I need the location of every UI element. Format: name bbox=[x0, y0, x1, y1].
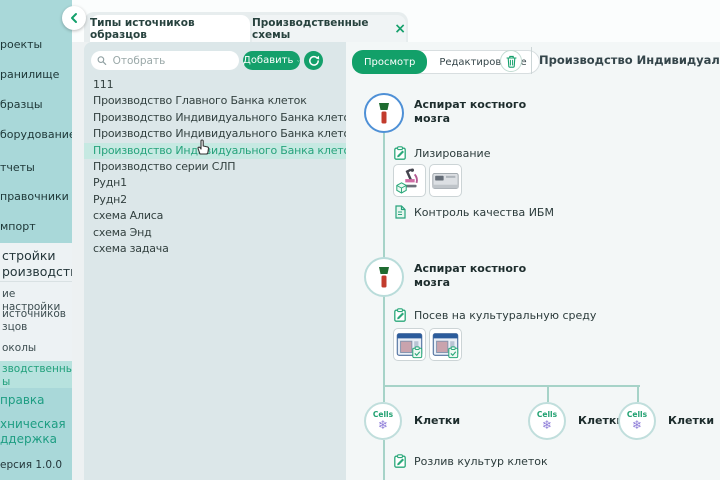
flow-node-cells-3[interactable]: Cells ❄ bbox=[618, 402, 656, 440]
flow-node-label: Аспират костного мозга bbox=[414, 262, 527, 290]
schemes-list-panel: Добавить 111 Производство Главного Банка… bbox=[84, 42, 346, 480]
flow-node-label: Клетки bbox=[578, 414, 625, 427]
snowflake-icon: ❄ bbox=[631, 418, 643, 433]
equipment-thumbnail-incubator[interactable] bbox=[429, 328, 462, 361]
clipboard-badge-icon bbox=[412, 346, 423, 359]
clipboard-badge-icon bbox=[448, 346, 459, 359]
flow-node-source-2[interactable] bbox=[364, 257, 404, 297]
cube-badge-icon bbox=[396, 182, 407, 194]
clipboard-edit-icon bbox=[394, 454, 406, 468]
list-item[interactable]: Производство серии СЛП bbox=[93, 159, 236, 173]
scheme-detail-panel: Просмотр Редактирование Производство Инд… bbox=[346, 42, 720, 480]
sidebar-item-support[interactable]: хническая ддержка bbox=[0, 417, 66, 446]
settings-section-title[interactable]: стройки роизводства bbox=[2, 248, 72, 280]
list-item[interactable]: схема Алиса bbox=[93, 209, 164, 223]
flow-node-label: Клетки bbox=[668, 414, 715, 427]
incubator-icon bbox=[432, 333, 459, 359]
flow-step-label: Контроль качества ИБМ bbox=[414, 206, 554, 219]
tab-sample-source-types[interactable]: Типы источников образцов bbox=[90, 15, 250, 42]
list-item-selected[interactable]: Производство Индивидуального Банка клето… bbox=[84, 142, 346, 159]
flow-node-label: Аспират костного мозга bbox=[414, 98, 527, 126]
sidebar-item-help[interactable]: правка bbox=[0, 393, 45, 407]
list-item[interactable]: 111 bbox=[93, 78, 114, 91]
sidebar-item-production-schemes[interactable]: зводственные ы bbox=[2, 363, 72, 388]
sidebar-item-import[interactable]: мпорт bbox=[0, 220, 36, 233]
equipment-thumbnail-machine[interactable] bbox=[429, 164, 462, 197]
flow-node-cells-1[interactable]: Cells ❄ bbox=[364, 402, 402, 440]
clipboard-edit-icon bbox=[394, 308, 406, 322]
document-icon bbox=[395, 205, 406, 219]
add-button-label: Добавить bbox=[243, 55, 294, 66]
chevron-left-icon bbox=[71, 13, 77, 23]
tab-label: Типы источников образцов bbox=[90, 16, 195, 41]
divider bbox=[531, 47, 532, 74]
flow-line bbox=[637, 385, 639, 402]
flow-line bbox=[383, 296, 385, 402]
scheme-title: Производство Индивидуального Банка кле bbox=[539, 53, 720, 67]
trash-icon bbox=[505, 55, 517, 68]
tab-production-schemes[interactable]: Производственные схемы × bbox=[252, 15, 406, 42]
chevron-down-icon bbox=[297, 59, 300, 62]
flow-line bbox=[383, 440, 385, 480]
refresh-icon bbox=[308, 55, 319, 66]
sidebar-item-protocols[interactable]: околы bbox=[2, 342, 37, 354]
sidebar-settings-section: стройки роизводства ие настройки источни… bbox=[0, 243, 72, 388]
flow-step-label: Лизирование bbox=[414, 147, 491, 160]
list-item[interactable]: Рудн1 bbox=[93, 176, 127, 190]
equipment-thumbnail-microscope[interactable] bbox=[393, 164, 426, 197]
add-button[interactable]: Добавить bbox=[243, 51, 300, 70]
version-label: ерсия 1.0.0 bbox=[0, 459, 63, 471]
view-mode-button[interactable]: Просмотр bbox=[352, 50, 428, 74]
flow-line bbox=[547, 385, 549, 402]
sidebar: роекты ранилище бразцы борудование тчеты… bbox=[0, 0, 72, 480]
equipment-thumbnail-incubator[interactable] bbox=[393, 328, 426, 361]
snowflake-icon: ❄ bbox=[541, 418, 553, 433]
sidebar-item-samples[interactable]: бразцы bbox=[0, 98, 43, 111]
sidebar-item-general-settings[interactable]: ие настройки bbox=[2, 288, 61, 313]
sidebar-item-projects[interactable]: роекты bbox=[0, 38, 43, 51]
flow-node-label: Клетки bbox=[414, 414, 461, 427]
mouse-cursor bbox=[197, 139, 210, 155]
flow-node-cells-2[interactable]: Cells ❄ bbox=[528, 402, 566, 440]
search-icon bbox=[97, 56, 107, 65]
cells-badge: Cells bbox=[372, 409, 394, 419]
sidebar-item-equipment[interactable]: борудование bbox=[0, 128, 72, 141]
tab-label: Производственные схемы bbox=[252, 16, 369, 41]
list-item[interactable]: Рудн2 bbox=[93, 192, 127, 206]
sidebar-selected-highlight bbox=[0, 361, 72, 388]
collapse-sidebar-button[interactable] bbox=[62, 6, 86, 30]
tube-icon bbox=[379, 266, 389, 287]
list-item[interactable]: схема задача bbox=[93, 241, 169, 255]
tube-icon bbox=[379, 102, 389, 123]
sidebar-item-sample-source-types[interactable]: источников зцов bbox=[2, 308, 66, 333]
sidebar-item-directories[interactable]: правочники bbox=[0, 190, 69, 203]
sidebar-item-storage[interactable]: ранилище bbox=[0, 68, 60, 81]
edit-mode-button[interactable]: Редактирование bbox=[439, 56, 527, 68]
flow-line bbox=[383, 133, 385, 258]
list-item[interactable]: Производство Главного Банка клеток bbox=[93, 94, 307, 108]
sidebar-item-reports[interactable]: тчеты bbox=[0, 161, 35, 174]
schemes-list: 111 Производство Главного Банка клеток П… bbox=[84, 77, 346, 257]
flow-line bbox=[383, 385, 640, 387]
flow-node-source-1[interactable] bbox=[364, 93, 404, 133]
list-item[interactable]: Производство Индивидуального Банка клето… bbox=[93, 110, 346, 124]
snowflake-icon: ❄ bbox=[377, 418, 389, 433]
flow-step-label: Розлив культур клеток bbox=[414, 455, 548, 468]
close-icon[interactable]: × bbox=[394, 20, 406, 37]
search-field[interactable] bbox=[91, 51, 239, 70]
cells-badge: Cells bbox=[626, 409, 648, 419]
list-item[interactable]: Производство Индивидуального Банка клето… bbox=[93, 127, 346, 141]
flow-step-label: Посев на культуральную среду bbox=[414, 309, 597, 322]
cells-badge: Cells bbox=[536, 409, 558, 419]
list-item[interactable]: схема Энд bbox=[93, 225, 152, 239]
divider bbox=[0, 281, 72, 282]
search-input[interactable] bbox=[110, 53, 233, 68]
delete-button[interactable] bbox=[500, 50, 522, 72]
microscope-icon bbox=[396, 168, 418, 194]
incubator-icon bbox=[396, 333, 423, 359]
clipboard-edit-icon bbox=[394, 146, 406, 160]
lab-machine-icon bbox=[432, 172, 459, 189]
refresh-button[interactable] bbox=[304, 51, 323, 70]
